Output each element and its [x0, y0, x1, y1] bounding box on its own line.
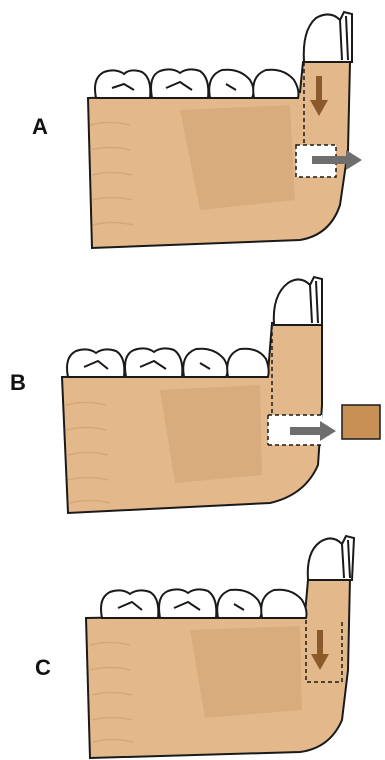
molar-1 — [67, 349, 124, 377]
panel-label-a: A — [32, 114, 48, 140]
panel-c: C — [0, 520, 385, 760]
bone-shading — [160, 385, 262, 483]
panel-b: B — [0, 255, 385, 520]
premolar-1 — [183, 349, 227, 377]
molar-1 — [101, 590, 158, 618]
panel-a: A — [0, 0, 385, 255]
molar-1 — [95, 70, 150, 98]
panel-label-b: B — [10, 370, 26, 396]
mandible-diagram-c — [0, 520, 385, 760]
incisor-group — [304, 12, 352, 62]
mandible-diagram-a — [0, 0, 385, 255]
incisor-group — [308, 536, 354, 580]
bone-block — [342, 405, 380, 439]
premolar-2 — [261, 590, 306, 618]
molar-2 — [159, 589, 216, 618]
premolar-2 — [253, 70, 298, 98]
incisor-group — [274, 277, 322, 325]
molar-2 — [151, 69, 208, 98]
bone-shading — [180, 105, 295, 210]
premolar-2 — [227, 349, 268, 377]
mandible-diagram-b — [0, 255, 385, 520]
premolar-1 — [209, 70, 253, 98]
molar-2 — [125, 348, 182, 377]
premolar-1 — [217, 590, 261, 618]
panel-label-c: C — [35, 655, 51, 681]
bone-shading — [190, 626, 302, 718]
